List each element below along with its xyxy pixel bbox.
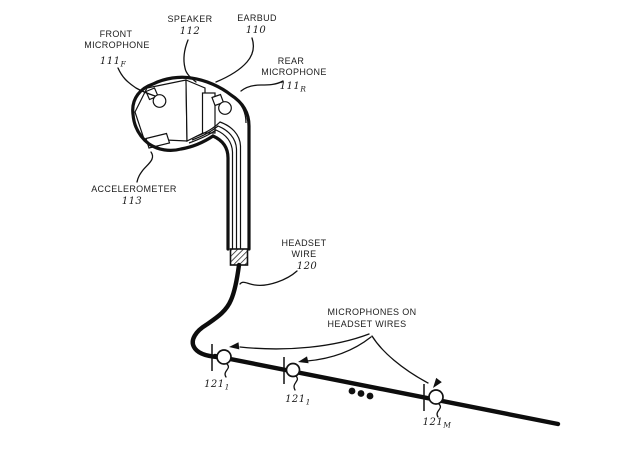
svg-text:FRONT: FRONT bbox=[100, 29, 133, 39]
wire-mics-arrow-3 bbox=[433, 377, 442, 388]
wire-microphone-1-ref: 1211 bbox=[204, 379, 230, 392]
front-microphone-port bbox=[152, 94, 167, 108]
svg-text:EARBUD: EARBUD bbox=[237, 13, 277, 23]
svg-text:MICROPHONES ON: MICROPHONES ON bbox=[328, 307, 417, 317]
earbud-ref: 110 bbox=[246, 25, 267, 36]
svg-text:HEADSET: HEADSET bbox=[282, 238, 327, 248]
wire-strand-2 bbox=[191, 125, 238, 249]
wire-mics-arrow-2 bbox=[298, 356, 309, 364]
svg-text:MICROPHONE: MICROPHONE bbox=[84, 40, 150, 50]
wire-mics-leader-3 bbox=[371, 335, 429, 384]
accelerometer-label: ACCELEROMETER 113 bbox=[91, 184, 177, 207]
wire-microphone-m-ref: 121M bbox=[423, 417, 452, 430]
speaker-ref: 112 bbox=[180, 26, 201, 37]
wire-mics-leader-2 bbox=[306, 336, 372, 362]
svg-text:MICROPHONE: MICROPHONE bbox=[261, 67, 327, 77]
svg-text:ACCELEROMETER: ACCELEROMETER bbox=[91, 184, 177, 194]
ear-tip-crease bbox=[233, 97, 247, 124]
svg-text:SPEAKER: SPEAKER bbox=[168, 14, 213, 24]
wire-microphone-1 bbox=[216, 349, 232, 365]
front-microphone-label: FRONT MICROPHONE 111F bbox=[84, 29, 150, 69]
earbud-label: EARBUD 110 bbox=[237, 13, 277, 36]
rear-microphone-label: REAR MICROPHONE 111R bbox=[261, 56, 327, 94]
wire-strand-1 bbox=[188, 129, 234, 249]
wire-mics-arrow-1 bbox=[229, 342, 240, 350]
accelerometer-leader bbox=[136, 151, 154, 183]
micM-squiggle-leader bbox=[436, 403, 442, 418]
wire-microphone-2 bbox=[285, 362, 301, 378]
wire-microphones-label: MICROPHONES ON HEADSET WIRES bbox=[328, 307, 417, 329]
speaker-label: SPEAKER 112 bbox=[168, 14, 213, 37]
svg-text:HEADSET WIRES: HEADSET WIRES bbox=[328, 319, 407, 329]
wire-strand-3 bbox=[194, 121, 242, 249]
headset-wire-label: HEADSET WIRE 120 bbox=[282, 238, 327, 272]
earbud-leader bbox=[215, 37, 254, 83]
headset-wire-curve bbox=[190, 262, 242, 360]
mic2-squiggle-leader bbox=[293, 375, 299, 391]
strain-relief bbox=[229, 248, 249, 266]
wire-microphone-m bbox=[428, 389, 444, 405]
rear-microphone-port bbox=[218, 101, 232, 115]
rear-microphone-leader bbox=[240, 80, 284, 92]
front-microphone-leader bbox=[117, 67, 156, 97]
earbud-bottom-and-left-wall bbox=[131, 112, 230, 251]
ellipsis-dots bbox=[348, 387, 374, 400]
headset-wire-main bbox=[212, 353, 561, 427]
rear-microphone-ref: 111R bbox=[280, 81, 307, 94]
accelerometer-ref: 113 bbox=[122, 196, 143, 207]
svg-text:REAR: REAR bbox=[278, 56, 305, 66]
wire-mics-leader-1 bbox=[239, 333, 370, 350]
svg-text:WIRE: WIRE bbox=[292, 249, 317, 259]
mic1-squiggle-leader bbox=[224, 363, 230, 378]
headset-wire-ref: 120 bbox=[297, 261, 318, 272]
speaker-leader bbox=[183, 39, 197, 83]
headset-wire-leader bbox=[239, 270, 298, 286]
wire-microphone-2-ref: 1211 bbox=[285, 394, 311, 407]
front-microphone-ref: 111F bbox=[100, 56, 127, 69]
